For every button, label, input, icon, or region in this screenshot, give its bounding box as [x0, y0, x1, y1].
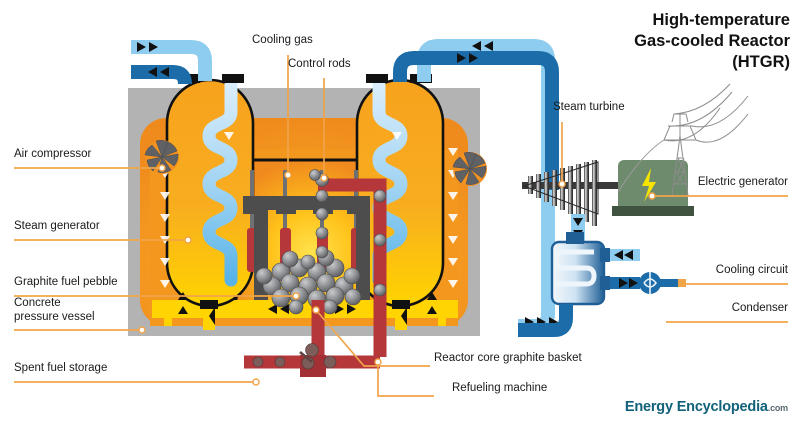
duct-arrow-right [335, 304, 356, 314]
condenser [518, 232, 640, 337]
page-title: High-temperature Gas-cooled Reactor (HTG… [634, 10, 790, 73]
brand-logo: Energy Encyclopedia.com [625, 399, 788, 415]
duct-arrow-left [268, 304, 289, 314]
label-graphite-fuel-pebble: Graphite fuel pebble [14, 276, 118, 288]
steam-turbine [522, 160, 620, 226]
title-line-1: High-temperature [652, 11, 790, 29]
leader-lines [14, 55, 788, 397]
cavity-up-arrows [178, 292, 437, 314]
title-line-2: Gas-cooled Reactor [634, 32, 790, 50]
label-concrete-pressure-vessel-line2: pressure vessel [14, 311, 95, 323]
graphite-fuel-pebble-bed [255, 249, 362, 315]
lightning-bolt-icon [642, 168, 656, 202]
leader-endpoints [138, 164, 656, 386]
brand-word-2: Encyclopedia [676, 399, 768, 415]
pipe-top-left [131, 40, 212, 85]
label-refueling-machine: Refueling machine [452, 382, 548, 394]
electric-generator [612, 160, 694, 216]
label-electric-generator: Electric generator [697, 176, 788, 188]
brand-tld: .com [767, 403, 788, 413]
power-pylon [617, 83, 749, 197]
label-concrete-pressure-vessel-line1: Concrete [14, 297, 61, 309]
label-control-rods: Control rods [288, 58, 351, 70]
label-steam-generator: Steam generator [14, 220, 100, 232]
title-line-3: (HTGR) [732, 53, 790, 71]
label-air-compressor: Air compressor [14, 148, 92, 160]
label-reactor-core-graphite-basket: Reactor core graphite basket [434, 352, 582, 364]
steam-generator-left [165, 74, 255, 330]
label-cooling-gas: Cooling gas [252, 34, 313, 46]
label-condenser: Condenser [731, 302, 788, 314]
steam-generator-coil [202, 77, 238, 287]
air-compressor-right [452, 152, 487, 186]
label-spent-fuel-storage: Spent fuel storage [14, 362, 108, 374]
cooling-pump [639, 272, 686, 294]
label-steam-turbine: Steam turbine [553, 101, 625, 113]
air-compressor-left [144, 140, 179, 174]
label-cooling-circuit: Cooling circuit [715, 264, 788, 276]
steam-generator-coil-right [372, 77, 408, 287]
brand-word-1: Energy [624, 399, 673, 415]
cavity-flow-chevrons [160, 132, 458, 288]
